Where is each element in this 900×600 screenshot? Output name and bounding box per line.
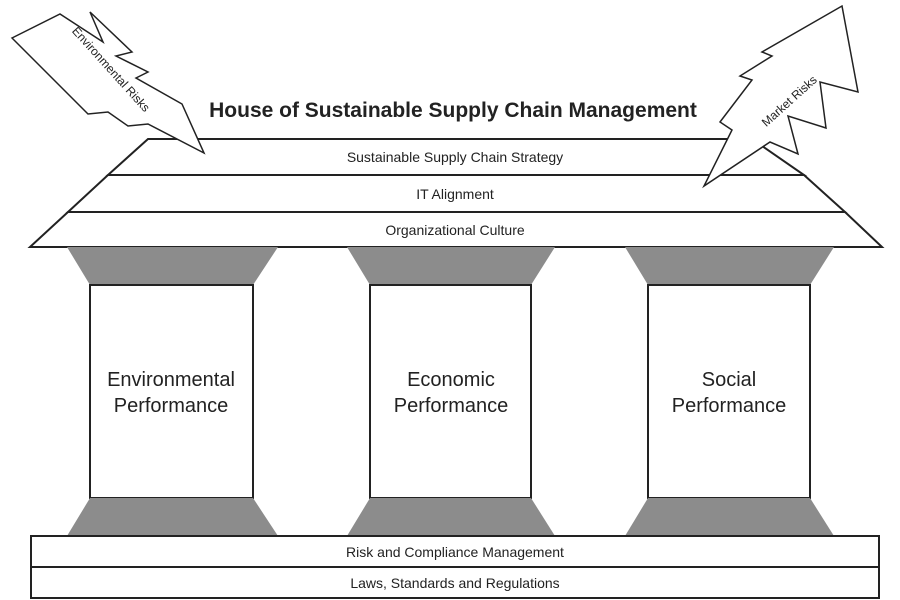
market-risks-bolt: Market Risks: [702, 4, 859, 189]
diagram-title: House of Sustainable Supply Chain Manage…: [209, 99, 697, 122]
pillar-label-line1: Economic: [407, 369, 495, 391]
pillar-label-line2: Performance: [114, 395, 229, 417]
foundation-layer-risk: [30, 535, 880, 568]
pillar-label-line1: Environmental: [107, 369, 235, 391]
pillar-base: [347, 498, 555, 536]
environmental-risks-bolt: Environmental Risks: [10, 11, 206, 155]
roof-layer-strategy-label: Sustainable Supply Chain Strategy: [347, 149, 563, 165]
roof-layer-culture: [27, 211, 885, 248]
pillar-capital: [625, 247, 834, 285]
pillar-label-line2: Performance: [672, 395, 787, 417]
pillar-label-line1: Social: [702, 369, 756, 391]
foundation-layer-laws: [30, 566, 880, 599]
pillar-capital: [347, 247, 555, 285]
foundation-layer-risk-label: Risk and Compliance Management: [346, 544, 564, 560]
pillar-economic: Economic Performance: [347, 247, 555, 536]
pillar-environmental: Environmental Performance: [67, 247, 278, 536]
lightning-icon: [702, 4, 859, 189]
pillar-social: Social Performance: [625, 247, 834, 536]
pillar-shaft: [89, 284, 254, 499]
pillar-shaft: [369, 284, 532, 499]
pillar-base: [625, 498, 834, 536]
foundation-layer-laws-label: Laws, Standards and Regulations: [350, 575, 559, 591]
pillar-capital: [67, 247, 278, 285]
roof: Sustainable Supply Chain Strategy IT Ali…: [27, 138, 885, 248]
pillar-base: [67, 498, 278, 536]
pillar-label-line2: Performance: [394, 395, 509, 417]
roof-layer-culture-label: Organizational Culture: [385, 222, 525, 238]
pillar-shaft: [647, 284, 811, 499]
roof-layer-it-label: IT Alignment: [416, 186, 494, 202]
foundation: Risk and Compliance Management Laws, Sta…: [30, 535, 880, 599]
lightning-icon: [10, 11, 206, 155]
